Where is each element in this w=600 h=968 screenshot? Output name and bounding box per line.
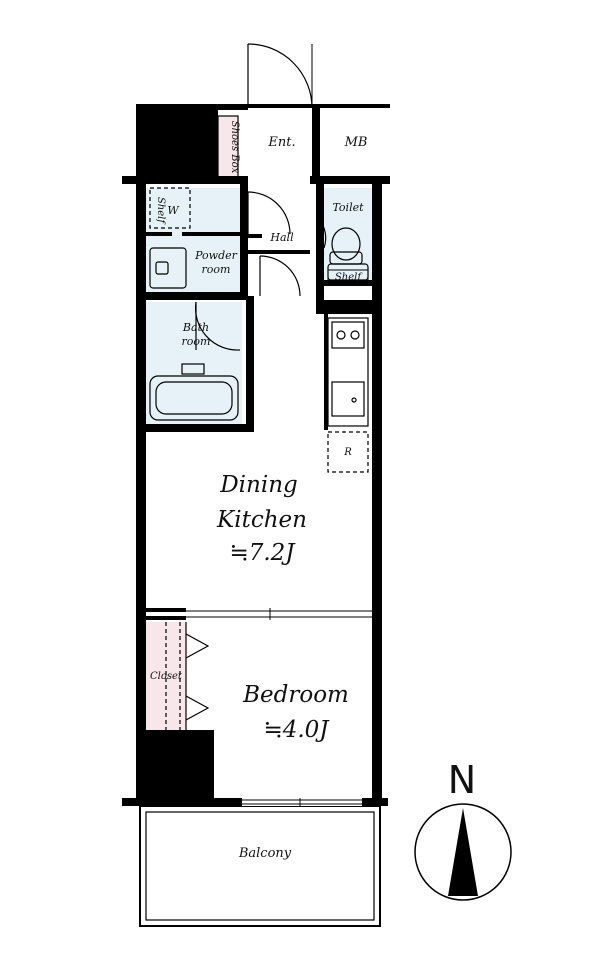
toilet-bowl	[331, 227, 361, 261]
bath-fill	[146, 302, 242, 424]
wet-area-fills	[146, 188, 372, 424]
bedroom-window	[242, 798, 362, 806]
bedroom-label: Bedroom	[242, 682, 349, 708]
dining-kitchen-area: ≒7.2J	[229, 540, 296, 566]
shelf-toilet-label: Shelf	[335, 272, 363, 283]
toilet-label: Toilet	[332, 201, 364, 214]
entrance-label: Ent.	[267, 135, 295, 150]
balcony-label: Balcony	[238, 846, 292, 861]
compass-circle	[414, 803, 512, 901]
north-arrow-icon	[448, 808, 478, 896]
powder-room-label-1: Powder	[194, 249, 238, 262]
compass: N	[414, 758, 512, 901]
kitchen-counter	[327, 317, 369, 427]
doors	[194, 43, 327, 351]
dining-kitchen-label-2: Kitchen	[216, 507, 307, 533]
hall-label: Hall	[269, 231, 294, 244]
bath-room-label-2: room	[182, 335, 211, 348]
closet-label: Closet	[150, 671, 183, 682]
north-label: N	[448, 758, 476, 802]
shoes-box	[217, 115, 239, 179]
room-labels: Ent. MB Shoes Box W Shelf Toilet Hall Po…	[150, 121, 367, 861]
toilet-fill	[324, 188, 372, 284]
bedroom-area: ≒4.0J	[263, 717, 330, 743]
shoes-box-label: Shoes Box	[229, 121, 240, 174]
bathtub	[149, 375, 239, 421]
wash-basin	[149, 247, 187, 289]
refrigerator-label: R	[343, 447, 352, 458]
washer	[149, 187, 191, 229]
powder-room-label-2: room	[202, 263, 231, 276]
mb-label: MB	[344, 135, 368, 150]
bath-room-label-1: Bath	[182, 321, 209, 334]
washer-label: W	[167, 204, 180, 217]
balcony	[139, 805, 381, 927]
sliding-doors	[186, 608, 372, 620]
shelf-top-label: Shelf	[155, 197, 166, 225]
dining-kitchen-label-1: Dining	[219, 472, 298, 498]
fixtures	[149, 115, 369, 730]
refrigerator	[327, 431, 369, 473]
washroom-fill	[146, 188, 240, 294]
shoes-box-fill	[218, 116, 238, 178]
